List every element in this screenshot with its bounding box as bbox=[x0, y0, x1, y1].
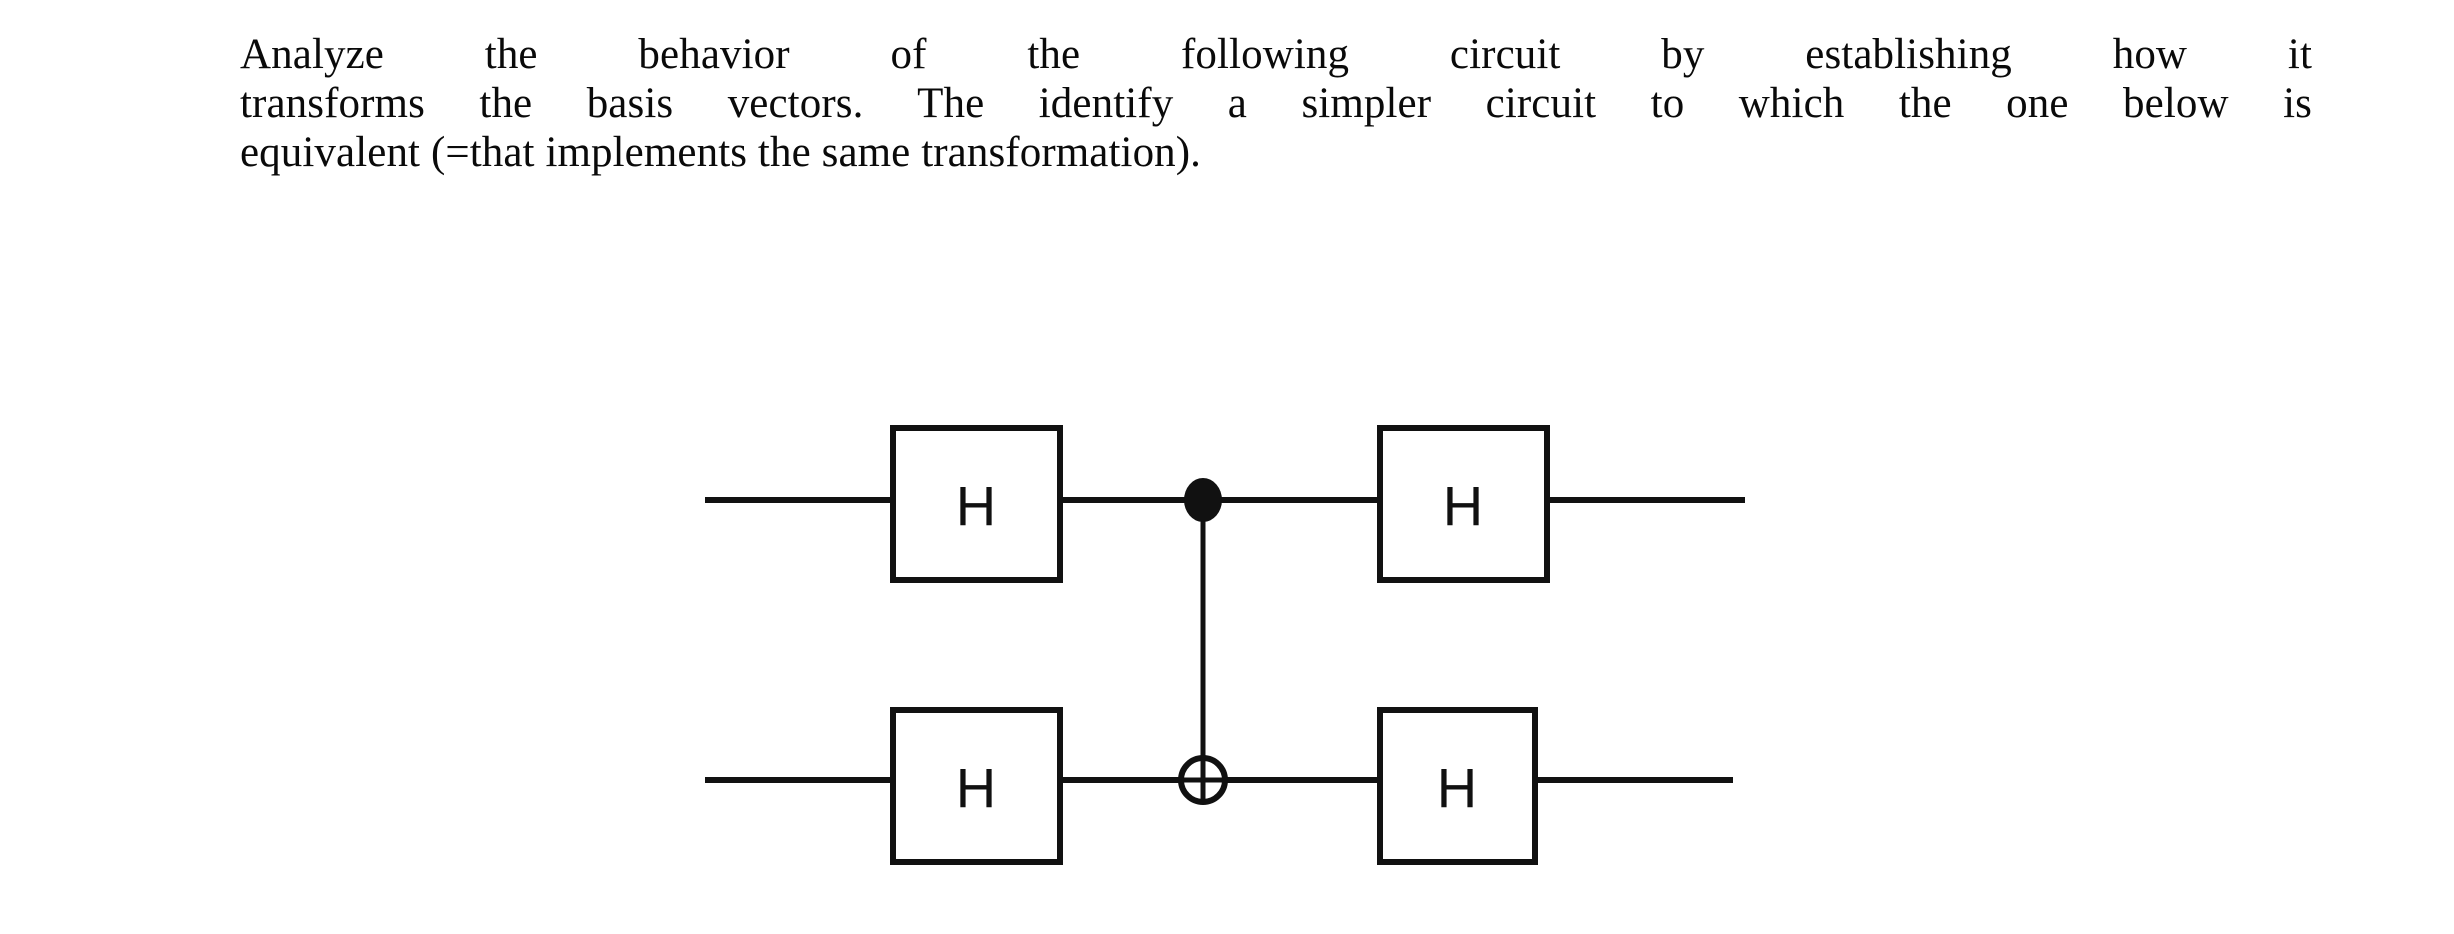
prompt-line-2: transforms the basis vectors. The identi… bbox=[240, 80, 2312, 127]
gate-h-bottom-left[interactable]: H bbox=[890, 707, 1063, 865]
prompt-line-3: equivalent (=that implements the same tr… bbox=[240, 129, 1202, 176]
exercise-prompt: Analyze the behavior of the following ci… bbox=[128, 30, 2312, 177]
prompt-paragraph: Analyze the behavior of the following ci… bbox=[128, 30, 2312, 177]
gate-h-bottom-right[interactable]: H bbox=[1377, 707, 1538, 865]
gate-box[interactable] bbox=[1377, 425, 1550, 583]
gate-h-top-right-label: H bbox=[1443, 475, 1483, 538]
gate-h-top-left[interactable]: H bbox=[890, 425, 1063, 583]
gate-h-top-left-label: H bbox=[956, 475, 996, 538]
gate-h-bottom-right-label: H bbox=[1437, 757, 1477, 820]
gate-box[interactable] bbox=[890, 707, 1063, 865]
xor-circle bbox=[1178, 755, 1228, 805]
cnot-target-xor-icon[interactable] bbox=[1178, 755, 1228, 805]
gate-box[interactable] bbox=[1377, 707, 1538, 865]
gate-box[interactable] bbox=[890, 425, 1063, 583]
cnot-control-dot-icon[interactable] bbox=[1184, 478, 1222, 522]
gate-h-top-right[interactable]: H bbox=[1377, 425, 1550, 583]
prompt-line-1: Analyze the behavior of the following ci… bbox=[240, 31, 2312, 78]
gate-h-bottom-left-label: H bbox=[956, 757, 996, 820]
